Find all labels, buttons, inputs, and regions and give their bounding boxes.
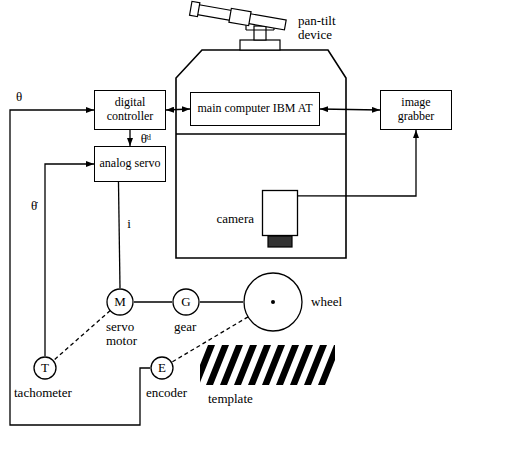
circle-outline	[243, 272, 303, 332]
controller-box: digital controller	[94, 90, 166, 130]
gear-circle: G	[172, 288, 200, 316]
circle-shape	[34, 357, 56, 379]
connector-line	[166, 109, 190, 110]
connector-line	[298, 130, 416, 196]
encoder-circle: E	[150, 356, 174, 380]
connector-line	[45, 164, 94, 356]
connector-line	[53, 311, 110, 361]
robot-body	[176, 50, 346, 258]
connector-line	[171, 317, 248, 363]
device-label: pan-tilt device	[298, 14, 356, 43]
node-text: main computer IBM AT	[196, 102, 315, 116]
part-label: gear	[174, 320, 214, 334]
signal-label: θ	[15, 90, 23, 104]
axle-dot	[271, 300, 275, 304]
camera-symbol: camera	[262, 190, 298, 248]
connector-line	[134, 301, 172, 302]
circle-shape	[151, 357, 173, 379]
connector-line	[200, 301, 243, 302]
signal-label: θ̇	[30, 199, 38, 213]
camera-drawing	[262, 190, 298, 248]
hatch-stripe	[318, 345, 335, 385]
connector-line	[118, 182, 120, 288]
node-text: G	[181, 295, 190, 310]
node-text: wheel	[311, 295, 342, 310]
node-text: M	[114, 295, 126, 310]
wheel-circle: wheel	[243, 272, 303, 332]
circle-shape	[244, 273, 302, 331]
connector-line	[129, 130, 130, 146]
template-hatch	[200, 345, 335, 385]
part-label: template	[208, 392, 278, 406]
node-text: T	[41, 361, 49, 376]
part-label: tachometer	[14, 386, 94, 400]
pan-tilt-symbol	[190, 1, 287, 50]
node-text: digital controller	[95, 96, 165, 124]
grabber-box: image grabber	[380, 90, 452, 130]
signal-label: i	[126, 217, 132, 231]
signal-label: θ̇ᵈ	[140, 132, 152, 146]
servo-box: analog servo	[94, 146, 166, 182]
motor-circle: M	[106, 288, 134, 316]
part-label: encoder	[146, 386, 206, 400]
part-label: servo motor	[106, 320, 146, 349]
connector-line	[320, 109, 380, 110]
tachometer-circle: T	[33, 356, 57, 380]
node-text: E	[158, 361, 166, 376]
circle-shape	[107, 289, 133, 315]
computer-box: main computer IBM AT	[190, 92, 320, 126]
node-text: image grabber	[381, 96, 451, 124]
node-text: analog servo	[98, 157, 163, 171]
node-text: camera	[216, 212, 254, 227]
circle-shape	[173, 289, 199, 315]
body-divider	[176, 133, 346, 134]
